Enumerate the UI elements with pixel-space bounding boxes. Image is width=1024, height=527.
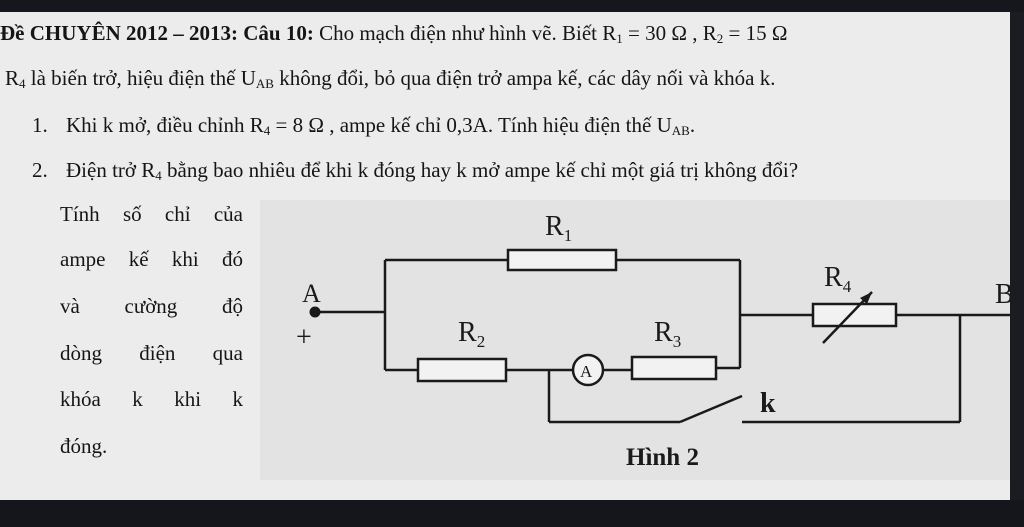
word: k [232, 387, 243, 411]
word: khóa [60, 387, 101, 411]
ammeter [571, 353, 605, 387]
svg-text:R1: R1 [545, 211, 572, 245]
item-1-mid-text: = 8 Ω , ampe kế chỉ 0,3A. Tính hiệu điện… [270, 113, 672, 137]
switch-k-blade[interactable] [679, 394, 743, 424]
r4-subscript: 4 [19, 76, 26, 91]
circuit-wires [315, 258, 1010, 424]
item-2-text: Điện trở R [66, 158, 156, 182]
word: đóng. [60, 434, 108, 458]
resistor-r2 [416, 357, 508, 383]
rheostat-arrow-head [860, 292, 872, 304]
r4-label: R [824, 262, 843, 293]
word: đó [222, 247, 243, 271]
circuit-diagram: A B + R1 R2 R3 R4 A k Hình 2 [260, 200, 1014, 480]
ammeter-label: A [580, 362, 593, 381]
problem-heading: Đề CHUYÊN 2012 – 2013: Câu 10: [0, 21, 314, 45]
word: và [60, 294, 80, 318]
node-a-label: A [302, 279, 321, 308]
item-1-text: Khi k mở, điều chỉnh R [66, 113, 264, 137]
item-1-r4-subscript: 4 [263, 123, 271, 138]
r4-label-sub: 4 [843, 277, 852, 296]
switch-k-label: k [760, 388, 776, 419]
resistor-r3 [630, 355, 718, 381]
svg-text:R3: R3 [654, 317, 681, 351]
circuit-svg: A B + R1 R2 R3 R4 A k Hình 2 [296, 211, 1014, 471]
r1-label-sub: 1 [564, 226, 573, 245]
word: khi [174, 387, 202, 411]
svg-text:R2: R2 [458, 317, 485, 351]
r3-label: R [654, 317, 673, 348]
word: của [213, 202, 243, 226]
word: ampe [60, 247, 106, 271]
item-1-end: . [689, 113, 696, 137]
r4-symbol: R [5, 66, 20, 90]
problem-intro-text: Cho mạch điện như hình vẽ. Biết R [313, 21, 617, 45]
figure-caption: Hình 2 [626, 444, 699, 471]
r3-label-sub: 3 [673, 332, 682, 351]
word: chỉ [164, 202, 191, 226]
word: cường [124, 294, 178, 318]
word: khi [171, 247, 199, 271]
problem-line-1: Đề CHUYÊN 2012 – 2013: Câu 10: Cho mạch … [0, 21, 787, 47]
word: dòng [60, 341, 102, 365]
item-2-r4-subscript: 4 [155, 168, 162, 183]
question-item-2: 2. Điện trở R4 bằng bao nhiêu để khi k đó… [32, 158, 798, 184]
r1-label: R [545, 211, 564, 242]
rheostat-r4 [811, 302, 898, 328]
svg-text:R4: R4 [824, 262, 852, 296]
r1-subscript: 1 [616, 31, 623, 46]
side-text-line-6: đóng. [60, 434, 107, 459]
node-a-terminal [309, 306, 321, 318]
word: qua [212, 341, 243, 365]
r1-value: = 30 Ω , R [622, 21, 717, 45]
positive-sign: + [296, 322, 312, 353]
word: độ [221, 294, 243, 318]
item-1-uab-subscript: AB [671, 123, 690, 138]
r2-label-sub: 2 [477, 332, 486, 351]
item-1-number: 1. [32, 113, 48, 137]
word: kế [128, 247, 149, 271]
problem-line-2-text: là biến trở, hiệu điện thế U [25, 66, 256, 90]
side-text-line-4: dòng điện qua [60, 341, 243, 366]
word: số [122, 202, 142, 226]
resistor-r1 [506, 248, 618, 272]
top-dark-border [0, 0, 1024, 12]
item-2-rest: bằng bao nhiêu để khi k đóng hay k mở am… [161, 158, 799, 182]
side-text-line-3: và cường độ [60, 294, 243, 319]
word: điện [139, 341, 176, 365]
node-b-label: B [995, 279, 1010, 310]
word: Tính [60, 202, 100, 226]
problem-line-2: R4 là biến trở, hiệu điện thế UAB không … [5, 66, 776, 92]
side-text-line-5: khóa k khi k [60, 387, 243, 412]
r2-label: R [458, 317, 477, 348]
word: k [132, 387, 143, 411]
r2-value: = 15 Ω [723, 21, 788, 45]
question-item-1: 1. Khi k mở, điều chỉnh R4 = 8 Ω , ampe k… [32, 113, 695, 139]
problem-line-2-rest: không đổi, bỏ qua điện trở ampa kế, các … [273, 66, 776, 90]
r2-subscript: 2 [716, 31, 724, 46]
bottom-dark-border [0, 500, 1024, 527]
uab-subscript: AB [255, 76, 274, 91]
item-2-number: 2. [32, 158, 48, 182]
